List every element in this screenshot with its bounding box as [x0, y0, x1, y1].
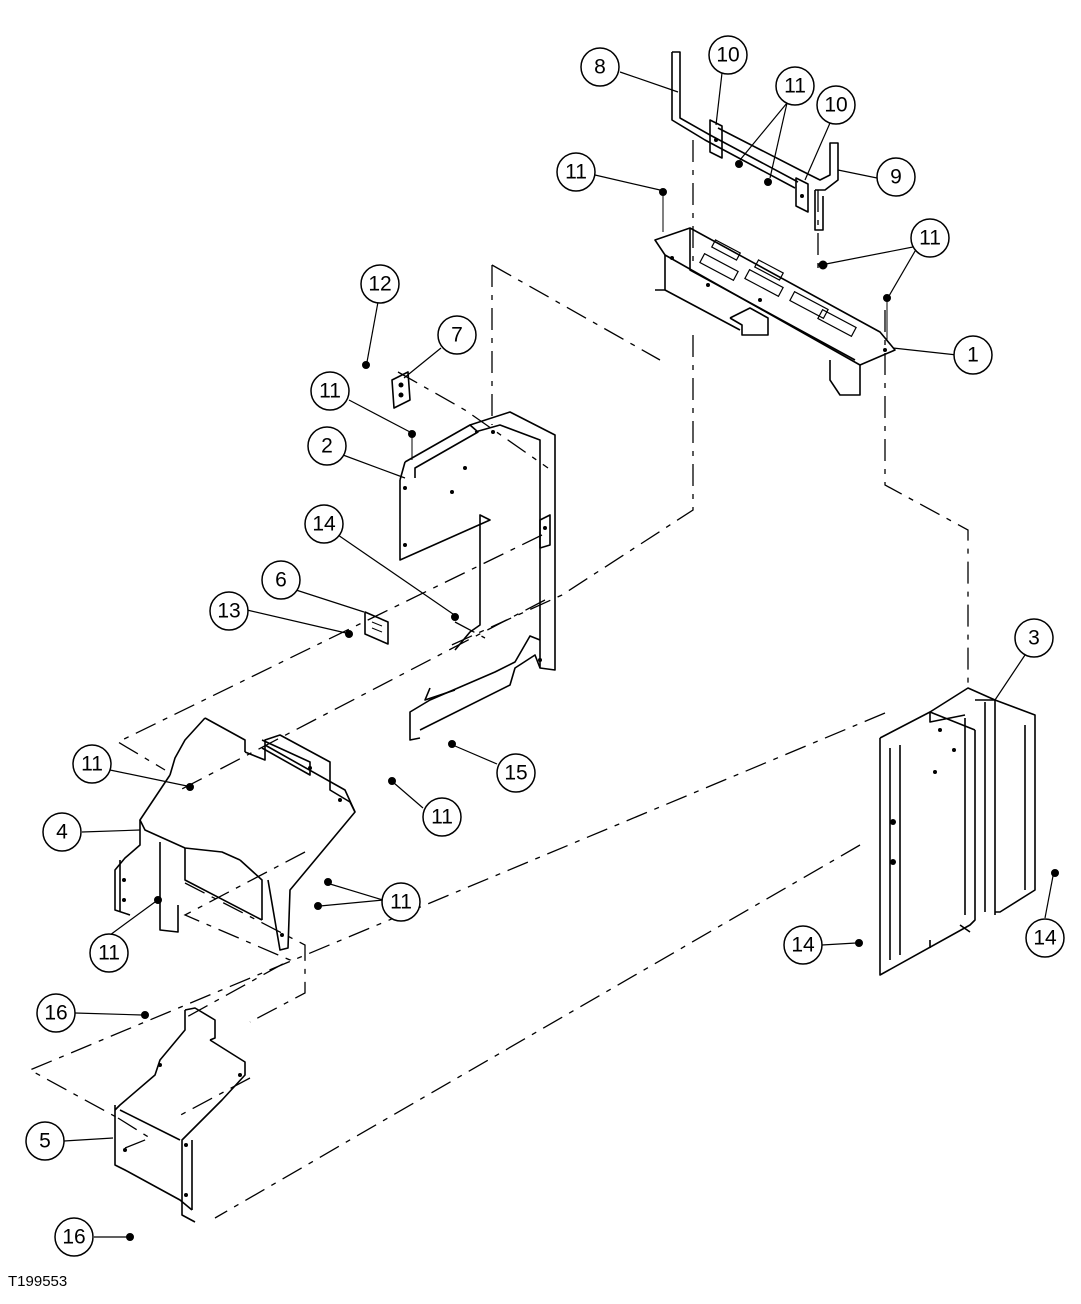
- part-10-clip-left: [709, 119, 723, 159]
- callout-11e: 11: [72, 744, 112, 784]
- part-10-clip-right: [795, 177, 809, 213]
- callout-4: 4: [42, 812, 82, 852]
- callout-16b: 16: [54, 1217, 94, 1257]
- svg-text:15: 15: [504, 762, 527, 785]
- svg-text:11: 11: [98, 942, 120, 965]
- svg-text:9: 9: [890, 166, 902, 189]
- svg-text:16: 16: [44, 1002, 67, 1025]
- part-6-small-bracket: [364, 611, 389, 645]
- part-9-rod: [717, 127, 839, 231]
- callout-11f: 11: [422, 797, 462, 837]
- callout-13: 13: [209, 591, 249, 631]
- callout-12: 12: [360, 264, 400, 304]
- callout-11b: 11: [556, 152, 596, 192]
- callout-6: 6: [261, 560, 301, 600]
- callout-10a: 10: [708, 35, 748, 75]
- svg-text:14: 14: [1033, 927, 1057, 950]
- part-1-upper-bracket: [654, 227, 896, 396]
- svg-text:11: 11: [784, 75, 806, 98]
- svg-text:12: 12: [368, 273, 391, 296]
- callouts: 1 2 3 4 5 6 7 8 9 10 10 11 11 11 11 11 1…: [25, 35, 1065, 1257]
- svg-text:10: 10: [716, 44, 739, 67]
- svg-text:16: 16: [62, 1226, 85, 1249]
- svg-text:13: 13: [217, 600, 240, 623]
- part-5-lower-shroud: [114, 1007, 246, 1223]
- svg-text:11: 11: [81, 753, 103, 776]
- callout-11c: 11: [910, 218, 950, 258]
- svg-text:14: 14: [312, 513, 336, 536]
- svg-text:6: 6: [275, 569, 287, 592]
- svg-text:3: 3: [1028, 627, 1040, 650]
- callout-9: 9: [876, 157, 916, 197]
- svg-text:8: 8: [594, 56, 606, 79]
- part-2-mounting-plate: [399, 411, 556, 741]
- part-7-small-bracket: [391, 371, 411, 409]
- svg-text:11: 11: [565, 161, 587, 184]
- figure-code: T199553: [8, 1273, 68, 1290]
- svg-text:7: 7: [451, 324, 463, 347]
- svg-text:14: 14: [791, 934, 815, 957]
- svg-text:4: 4: [56, 821, 68, 844]
- callout-11a: 11: [775, 66, 815, 106]
- callout-14a: 14: [304, 504, 344, 544]
- callout-5: 5: [25, 1121, 65, 1161]
- callout-7: 7: [437, 315, 477, 355]
- svg-text:2: 2: [321, 435, 333, 458]
- callout-14c: 14: [1025, 918, 1065, 958]
- callout-11d: 11: [310, 371, 350, 411]
- callout-11g: 11: [381, 882, 421, 922]
- callout-2: 2: [307, 426, 347, 466]
- callout-8: 8: [580, 47, 620, 87]
- callout-1: 1: [953, 335, 993, 375]
- callout-15: 15: [496, 753, 536, 793]
- callout-3: 3: [1014, 618, 1054, 658]
- hardware: [126, 160, 1059, 1241]
- svg-text:10: 10: [824, 94, 847, 117]
- svg-text:11: 11: [431, 806, 453, 829]
- callout-11h: 11: [89, 933, 129, 973]
- svg-text:1: 1: [967, 344, 979, 367]
- svg-text:11: 11: [319, 380, 341, 403]
- svg-text:5: 5: [39, 1130, 51, 1153]
- callout-16a: 16: [36, 993, 76, 1033]
- svg-text:11: 11: [919, 227, 941, 250]
- callout-10b: 10: [816, 85, 856, 125]
- leader-lines: [63, 71, 1054, 1238]
- part-8-rod: [671, 51, 799, 189]
- assembly-dash-lines: [28, 140, 969, 1219]
- callout-14b: 14: [783, 925, 823, 965]
- part-3-side-panel: [879, 687, 1036, 976]
- part-4-shroud: [114, 717, 356, 951]
- svg-text:11: 11: [390, 891, 412, 914]
